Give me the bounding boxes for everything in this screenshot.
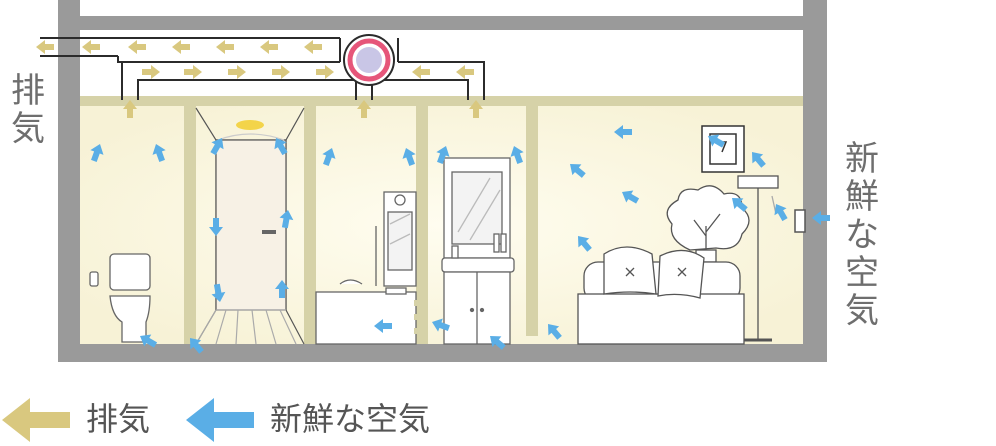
partition-1 <box>184 106 196 344</box>
toilet-icon <box>89 253 151 343</box>
legend-exhaust: 排気 <box>2 394 150 440</box>
partition-4 <box>526 106 538 336</box>
sofa-icon <box>577 246 745 345</box>
building-structure <box>58 0 827 362</box>
plant-icon <box>666 185 750 263</box>
shower-room <box>195 107 305 345</box>
bathtub-icon <box>315 191 417 345</box>
floor-lamp-icon <box>737 175 779 342</box>
legend-fresh: 新鮮な空気 <box>186 394 430 440</box>
vent-slats <box>414 300 428 334</box>
floor-slab <box>80 344 803 362</box>
left-wall <box>58 0 80 362</box>
right-wall <box>803 0 827 362</box>
fresh-air-label: 新鮮な空気 <box>842 140 882 330</box>
air-inlet <box>794 209 806 233</box>
ceiling-light-icon <box>236 120 264 130</box>
ceiling-beam <box>80 96 803 106</box>
partition-2 <box>304 106 316 344</box>
fresh-air-label-text: 新鮮な空気 <box>845 139 879 331</box>
sink-vanity-icon <box>441 157 515 345</box>
partition-3 <box>416 106 428 344</box>
legend-exhaust-arrow-icon <box>2 398 70 442</box>
exhaust-label: 排気 <box>8 72 48 148</box>
exhaust-label-text: 排気 <box>11 71 45 149</box>
roof-slab <box>80 16 803 30</box>
picture-frame-icon <box>701 125 745 173</box>
legend-exhaust-text: 排気 <box>86 400 151 438</box>
exhaust-arrows-lower <box>142 65 474 79</box>
legend-fresh-text: 新鮮な空気 <box>270 400 431 438</box>
ventilation-fan-icon <box>343 34 395 86</box>
door-icon <box>215 139 287 311</box>
legend-fresh-arrow-icon <box>186 398 254 442</box>
duct-system <box>40 37 485 100</box>
